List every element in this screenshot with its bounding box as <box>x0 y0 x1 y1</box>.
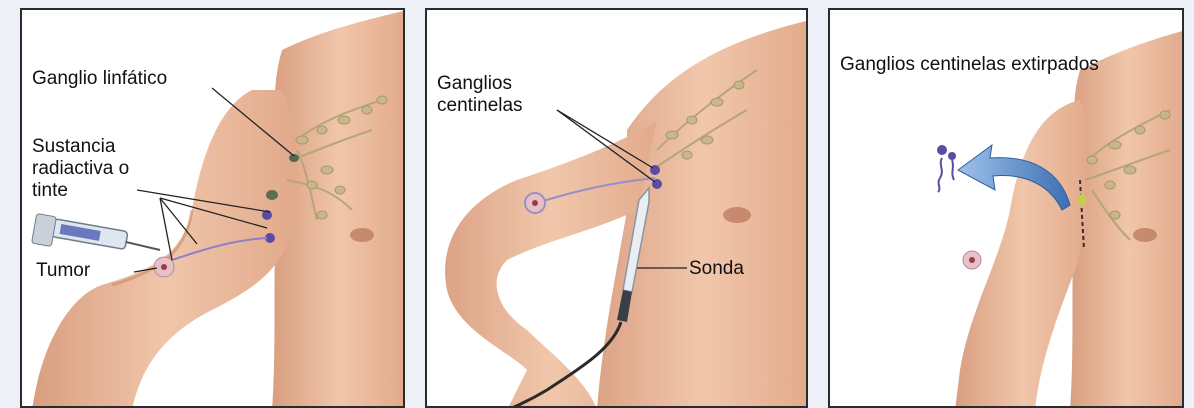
panel-injection: Ganglio linfático Sustancia radiactiva o… <box>20 8 405 408</box>
label-ganglio-linfatico: Ganglio linfático <box>32 68 167 90</box>
label-ganglios-centinelas: Ganglios centinelas <box>437 73 567 117</box>
label-sonda: Sonda <box>689 258 744 280</box>
procedure-illustration: Ganglio linfático Sustancia radiactiva o… <box>0 0 1194 399</box>
syringe-icon <box>32 213 160 250</box>
extracted-nodes-icon <box>937 145 956 192</box>
panel-removal: Ganglios centinelas extirpados <box>828 8 1184 408</box>
label-tumor: Tumor <box>36 260 90 282</box>
label-sustancia-radiactiva: Sustancia radiactiva o tinte <box>32 136 162 202</box>
panel-probe: Ganglios centinelas Sonda <box>425 8 808 408</box>
label-ganglios-extirpados: Ganglios centinelas extirpados <box>840 54 1120 76</box>
panel-probe-drawing <box>427 10 808 408</box>
